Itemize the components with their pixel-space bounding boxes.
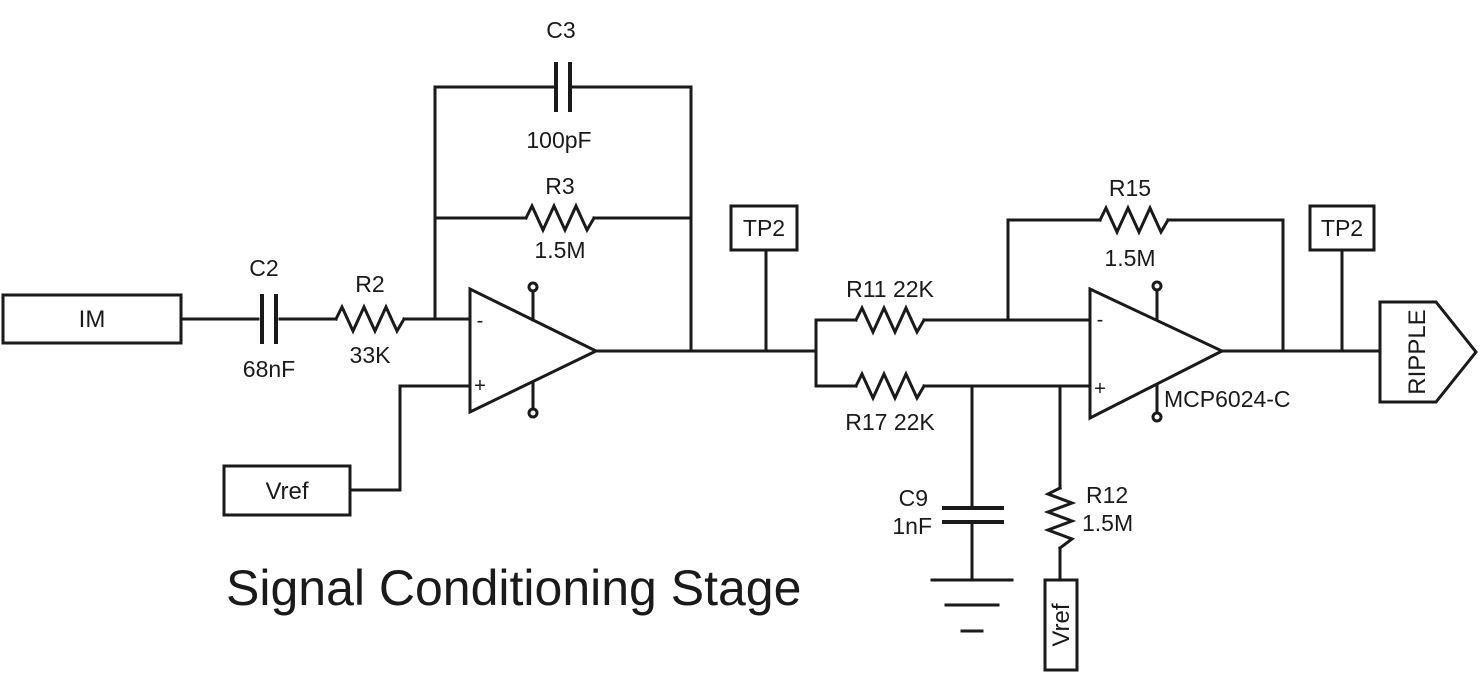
opamp-first-minus: - xyxy=(477,310,484,332)
resistor-r11: R11 22K xyxy=(846,276,935,336)
r15-value: 1.5M xyxy=(1104,245,1155,271)
c9-value: 1nF xyxy=(892,513,932,539)
c2-name: C2 xyxy=(249,255,278,281)
port-vref-left-label: Vref xyxy=(265,478,308,505)
resistor-r2: R2 33K xyxy=(333,271,407,368)
r3-value: 1.5M xyxy=(534,237,585,263)
capacitor-c3: C3 100pF xyxy=(526,17,591,153)
port-ripple-label: RIPPLE xyxy=(1404,309,1431,394)
opamp-second-plus: + xyxy=(1094,378,1106,400)
wires-stage-two xyxy=(814,218,1382,582)
r15-name: R15 xyxy=(1109,175,1151,201)
diagram-title: Signal Conditioning Stage xyxy=(226,560,801,616)
test-point-second-label: TP2 xyxy=(1321,215,1363,241)
opamp-first-plus: + xyxy=(474,375,486,397)
opamp-second-minus: - xyxy=(1097,309,1104,331)
r2-value: 33K xyxy=(350,342,392,368)
capacitor-c9: C9 1nF xyxy=(892,485,1004,539)
port-vref-bottom: Vref xyxy=(1043,578,1079,672)
resistor-r17: R17 22K xyxy=(845,370,935,435)
capacitor-c2: C2 68nF xyxy=(243,255,295,382)
r17-label: R17 22K xyxy=(845,409,935,435)
port-im-label: IM xyxy=(79,306,106,333)
wires-stage-one xyxy=(179,85,818,492)
r3-name: R3 xyxy=(545,173,574,199)
resistor-r12: R12 1.5M xyxy=(1043,482,1133,551)
opamp-second-part: MCP6024-C xyxy=(1164,386,1291,412)
port-im: IM xyxy=(1,293,183,345)
test-point-second: TP2 xyxy=(1308,204,1376,252)
ground-symbol xyxy=(930,578,1014,633)
r12-value: 1.5M xyxy=(1082,510,1133,536)
test-point-first-label: TP2 xyxy=(743,215,785,241)
port-vref-left: Vref xyxy=(222,464,352,517)
port-ripple-output: RIPPLE xyxy=(1378,300,1478,404)
r2-name: R2 xyxy=(355,271,384,297)
c9-name: C9 xyxy=(899,485,928,511)
c3-name: C3 xyxy=(546,17,575,43)
resistor-r15: R15 1.5M xyxy=(1097,175,1171,271)
c2-value: 68nF xyxy=(243,356,295,382)
port-vref-bottom-label: Vref xyxy=(1048,603,1075,646)
r11-label: R11 22K xyxy=(846,276,934,302)
r12-name: R12 xyxy=(1086,482,1128,508)
test-point-first: TP2 xyxy=(729,204,799,252)
resistor-r3: R3 1.5M xyxy=(523,173,597,263)
c3-value: 100pF xyxy=(526,127,591,153)
opamp-second: - + MCP6024-C xyxy=(1088,280,1291,423)
opamp-first: - + xyxy=(468,281,600,419)
